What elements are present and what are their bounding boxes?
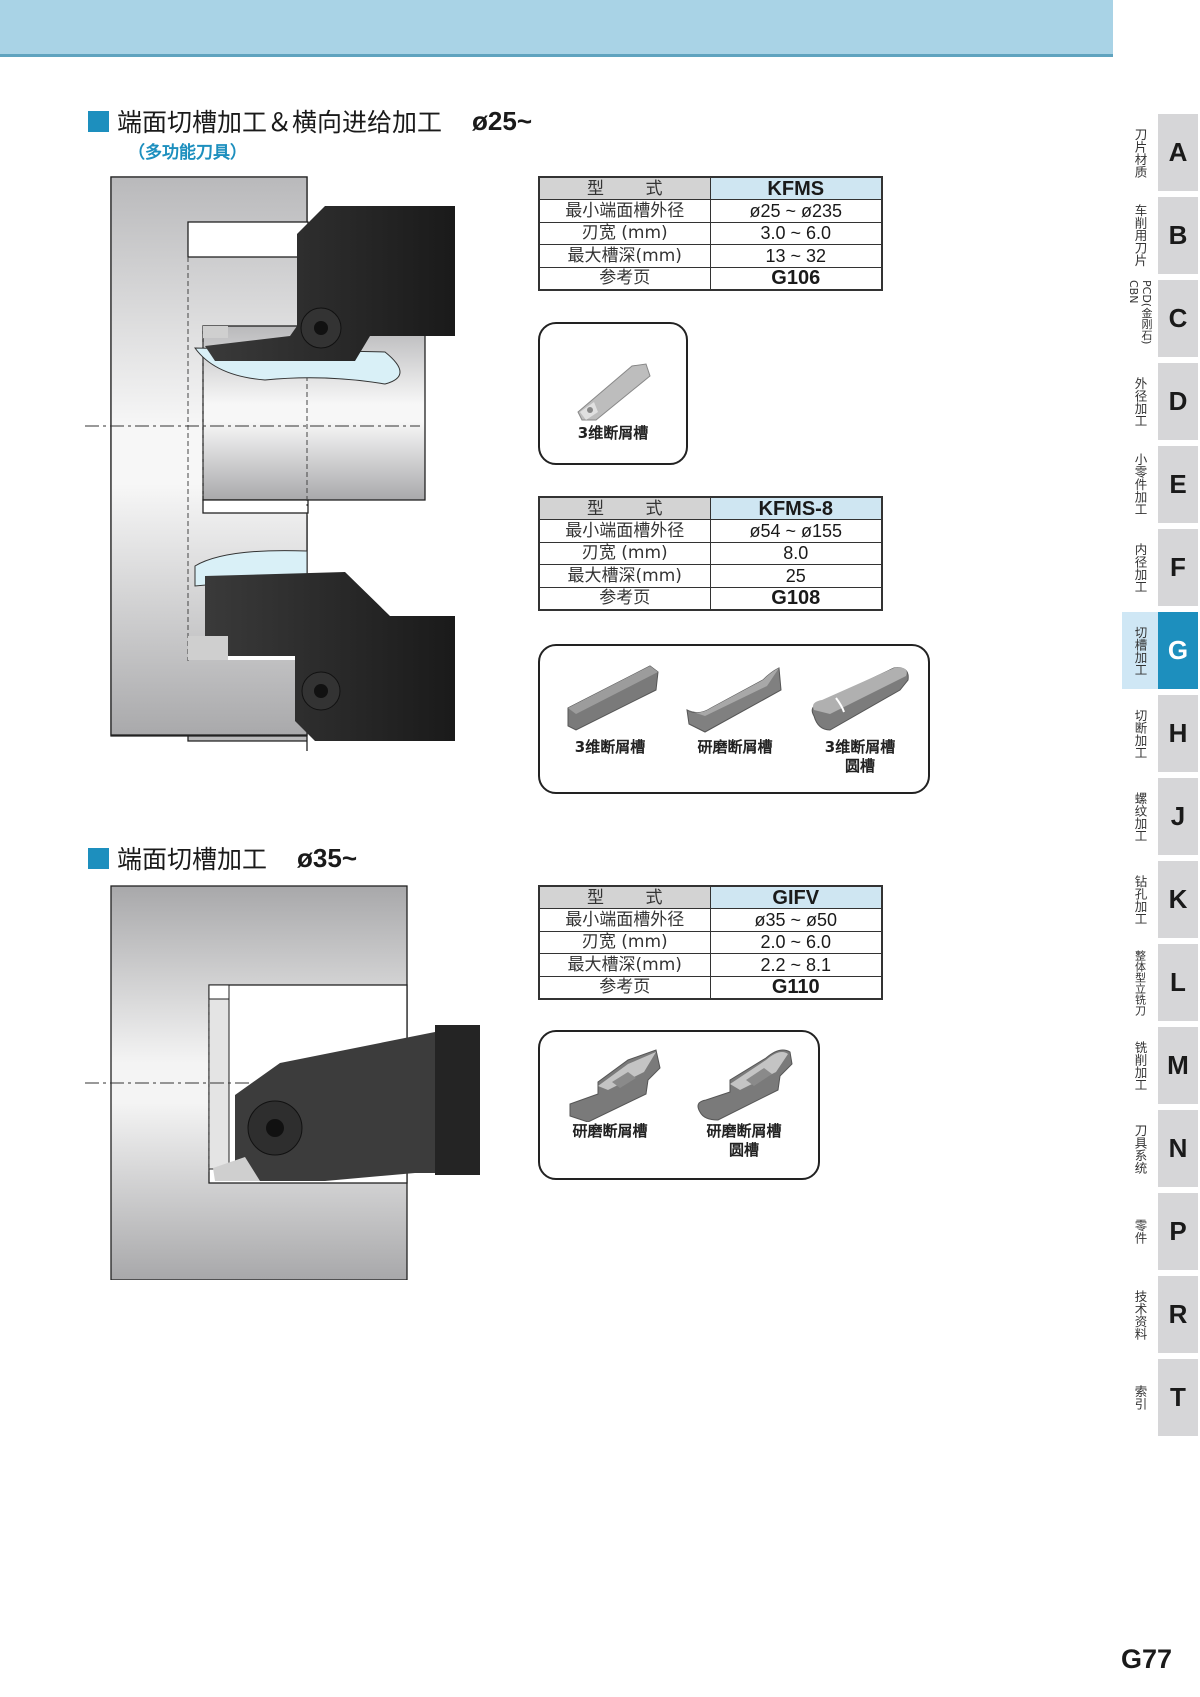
section2-title: 端面切槽加工 ø35~ xyxy=(88,840,357,876)
reference-page-link[interactable]: G110 xyxy=(709,975,883,999)
insert-item: 3维断屑槽 xyxy=(550,658,670,757)
face-grooving-diagram-2 xyxy=(85,885,480,1280)
grooving-insert-icon xyxy=(567,665,659,731)
insert-box-gifv: 研磨断屑槽 研磨断屑槽 圆槽 xyxy=(538,1030,820,1180)
insert-item: 研磨断屑槽 xyxy=(548,1042,672,1141)
face-grooving-diagram xyxy=(85,176,480,751)
title-square-icon xyxy=(88,847,109,869)
insert-item: 研磨断屑槽 圆槽 xyxy=(682,1042,806,1160)
insert-item: 研磨断屑槽 xyxy=(675,658,795,757)
insert-box-kfms: 3维断屑槽 xyxy=(538,322,688,465)
model-name: KFMS-8 xyxy=(709,496,883,520)
reference-page-link[interactable]: G108 xyxy=(709,586,883,610)
section1-title: 端面切槽加工＆横向进给加工 ø25~ xyxy=(88,103,532,139)
model-name: GIFV xyxy=(709,885,883,909)
grooving-insert-icon xyxy=(811,667,909,731)
page-number: G77 xyxy=(1121,1644,1173,1674)
section1-subtitle: （多功能刀具） xyxy=(128,143,247,163)
top-banner xyxy=(0,0,1113,57)
insert-box-kfms-8: 3维断屑槽 研磨断屑槽 3维断屑槽 圆槽 xyxy=(538,644,930,794)
insert-item: 3维断屑槽 xyxy=(540,354,686,443)
title-square-icon xyxy=(88,110,109,132)
grooving-insert-icon xyxy=(577,363,651,421)
grooving-insert-icon xyxy=(697,1049,793,1121)
grooving-insert-icon xyxy=(569,1049,661,1122)
model-name: KFMS xyxy=(709,176,883,200)
reference-page-link[interactable]: G106 xyxy=(709,266,883,290)
grooving-insert-icon xyxy=(686,667,782,733)
insert-item: 3维断屑槽 圆槽 xyxy=(800,658,920,776)
